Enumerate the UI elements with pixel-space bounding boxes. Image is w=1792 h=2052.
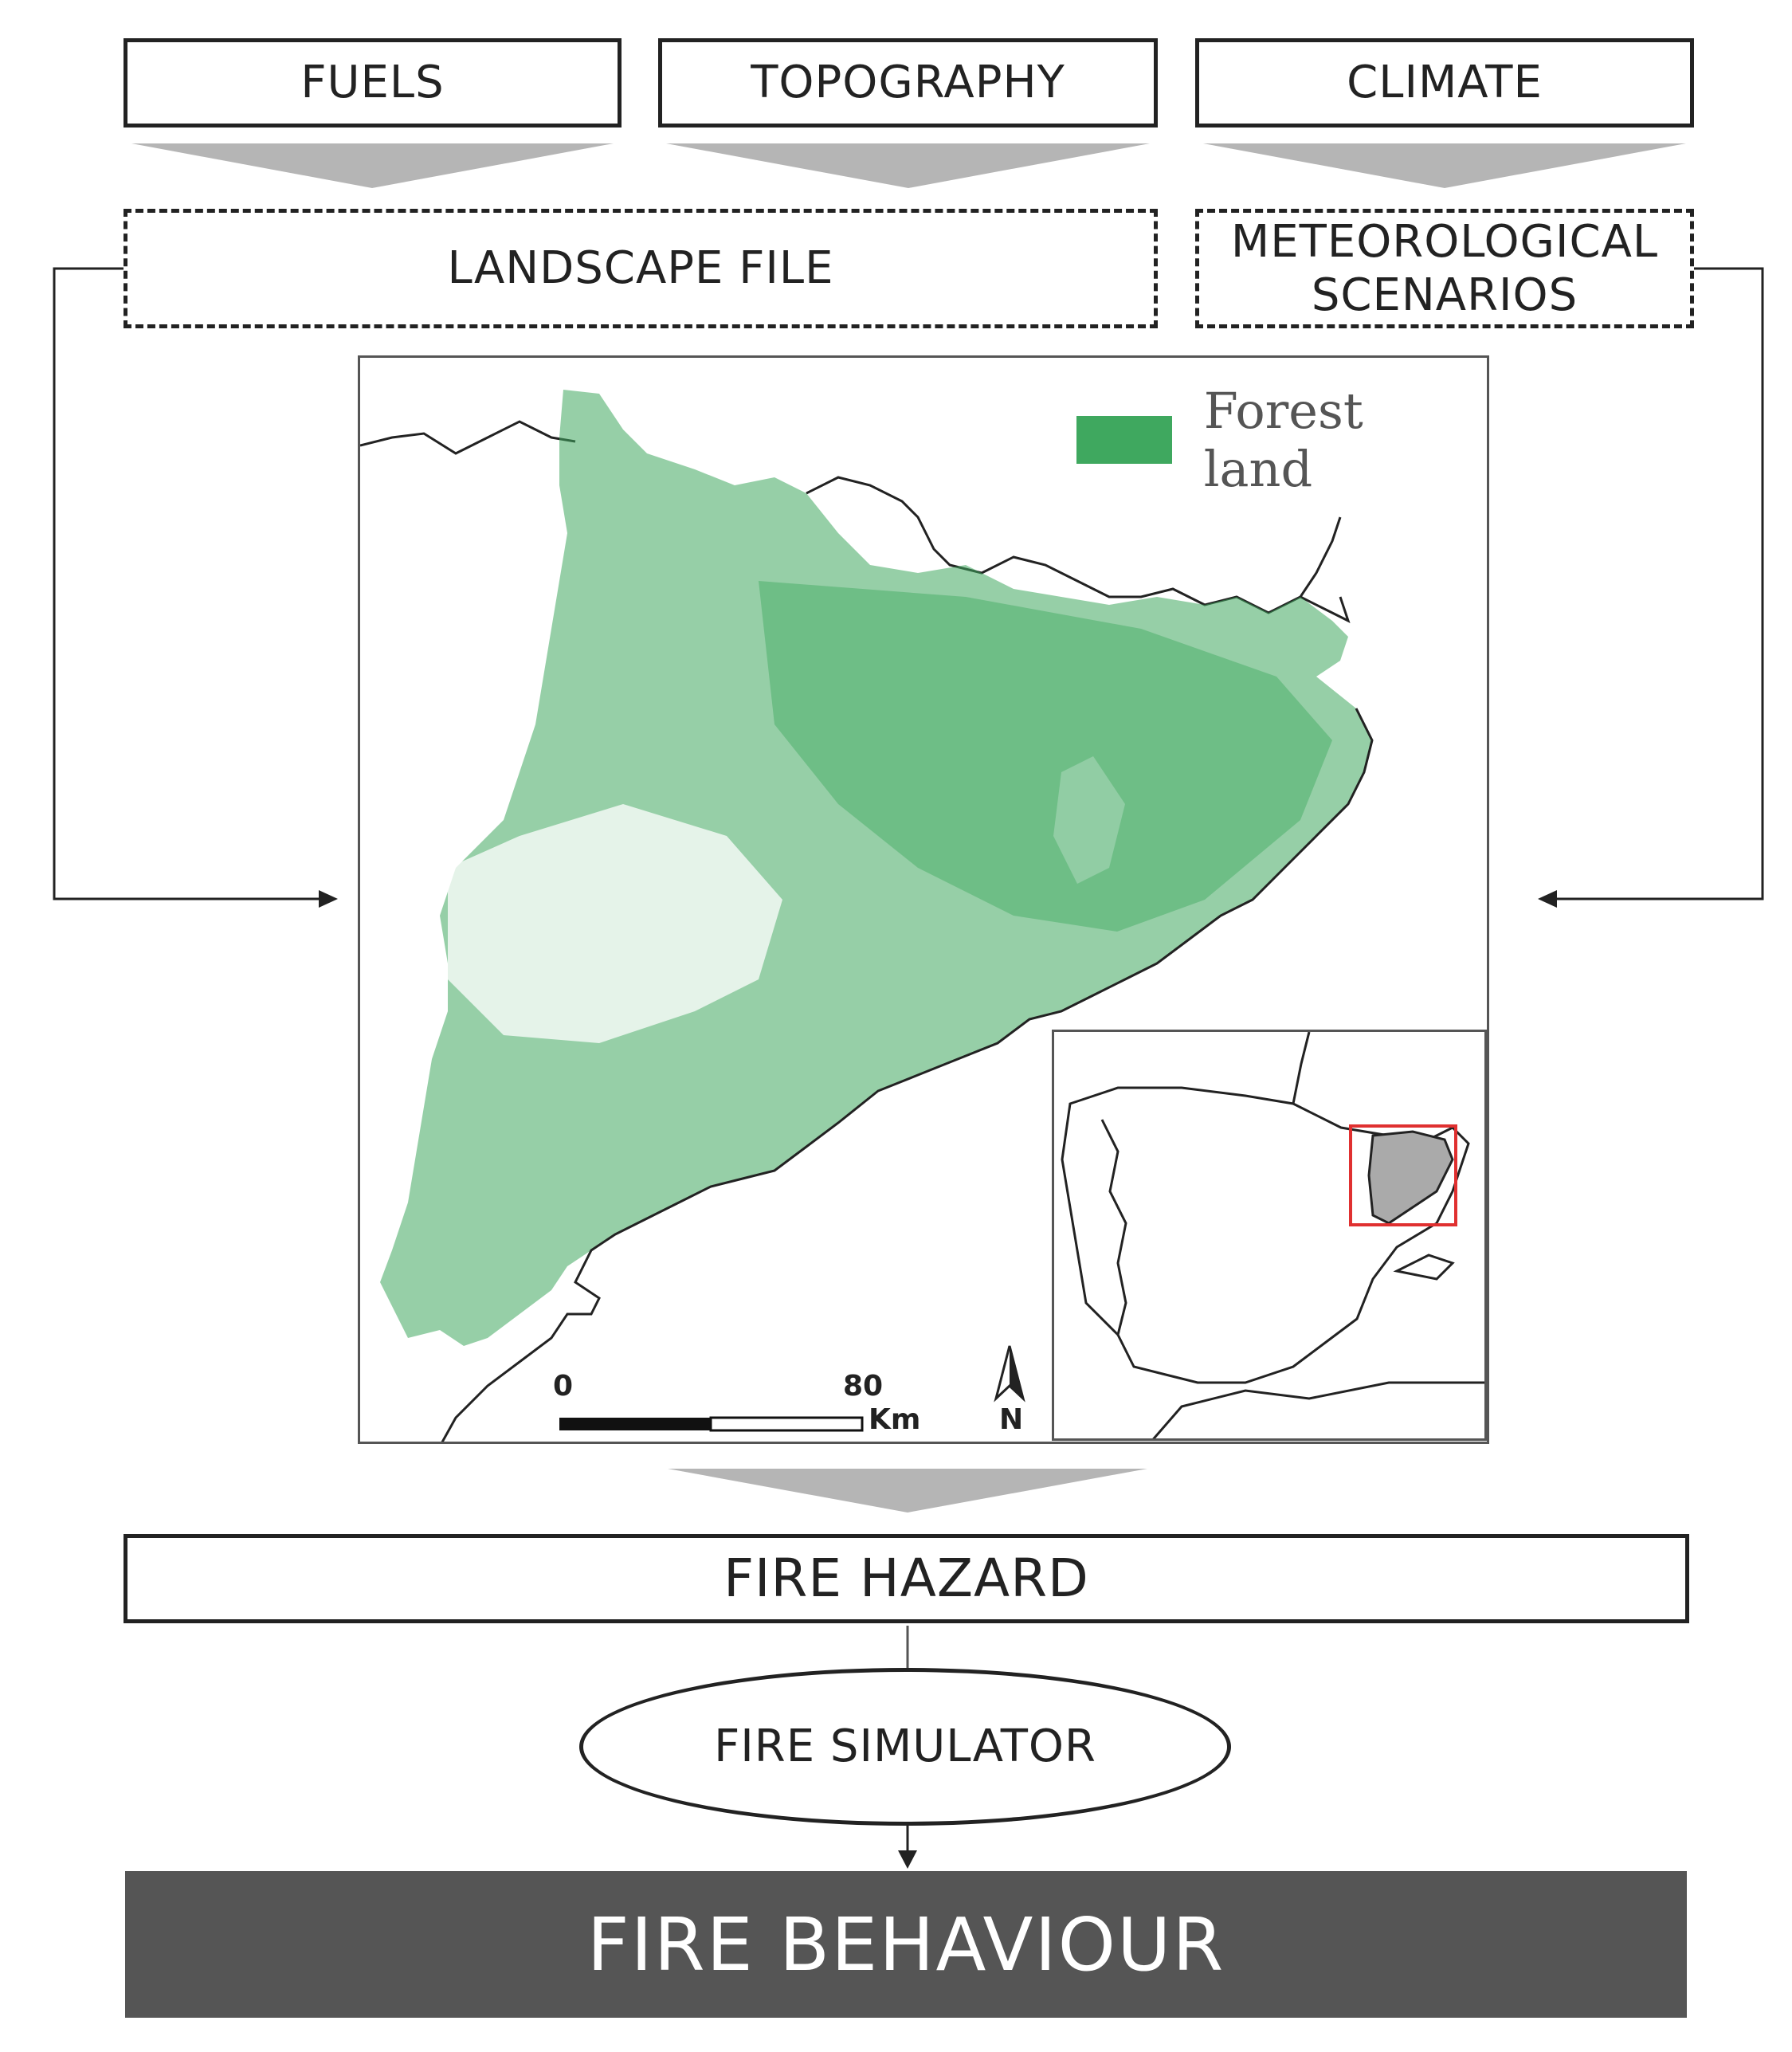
scale-start-label: 0	[553, 1370, 574, 1403]
behaviour-arrowhead	[898, 1850, 917, 1869]
forest-land-swatch	[1076, 416, 1172, 464]
fire-hazard-box: FIRE HAZARD	[124, 1534, 1689, 1623]
africa-coast	[1152, 1381, 1484, 1438]
forest-land-area	[380, 390, 1372, 1346]
scale-bar-white	[709, 1416, 864, 1432]
catalonia-region	[1367, 1130, 1454, 1225]
border-line	[806, 476, 1342, 614]
fire-hazard-label: FIRE HAZARD	[723, 1548, 1089, 1610]
landscape-arrowhead	[319, 890, 338, 908]
border-line	[1300, 595, 1351, 623]
fuels-label: FUELS	[300, 57, 445, 109]
scenarios-label: SCENARIOS	[1311, 269, 1578, 321]
iberia-inset-map	[1052, 1030, 1487, 1441]
iberia-outline	[1061, 1086, 1470, 1384]
scale-bar-black	[559, 1418, 711, 1430]
catalonia-highlight	[1349, 1124, 1457, 1226]
dense-forest-area	[759, 581, 1332, 932]
fire-behaviour-box: FIRE BEHAVIOUR	[125, 1871, 1687, 2018]
fire-simulator-ellipse: FIRE SIMULATOR	[579, 1668, 1231, 1826]
meteorological-label: METEOROLOGICAL	[1230, 215, 1659, 268]
fire-simulator-label: FIRE SIMULATOR	[714, 1720, 1096, 1773]
coastline	[441, 708, 1374, 1442]
landscape-connector	[53, 267, 327, 900]
border-line	[360, 420, 576, 455]
fuels-box: FUELS	[124, 38, 622, 128]
landscape-file-box: LANDSCAPE FILE	[124, 209, 1158, 328]
map-chevron	[668, 1469, 1147, 1513]
topography-chevron	[666, 143, 1150, 188]
climate-chevron	[1203, 143, 1686, 188]
map-legend: Forest land	[1076, 382, 1487, 498]
climate-box: CLIMATE	[1195, 38, 1694, 128]
fuels-chevron	[131, 143, 614, 188]
balearic-islands	[1393, 1254, 1455, 1281]
topography-box: TOPOGRAPHY	[658, 38, 1158, 128]
scale-unit-label: Km	[869, 1403, 921, 1436]
scale-end-label: 80	[843, 1370, 884, 1403]
climate-label: CLIMATE	[1347, 57, 1543, 109]
topography-label: TOPOGRAPHY	[751, 57, 1065, 109]
meteorological-arrowhead	[1538, 890, 1557, 908]
meteorological-scenarios-box: METEOROLOGICAL SCENARIOS	[1195, 209, 1694, 328]
forest-land-label: Forest land	[1203, 382, 1363, 498]
sparse-area	[1053, 756, 1125, 884]
fire-behaviour-label: FIRE BEHAVIOUR	[586, 1901, 1225, 1987]
iberia-map-graphic	[1061, 1032, 1484, 1438]
catalonia-map-graphic	[360, 390, 1374, 1442]
meteorological-connector	[1550, 267, 1764, 900]
landscape-file-label: LANDSCAPE FILE	[447, 242, 834, 295]
north-label: N	[999, 1403, 1024, 1436]
france-border	[1292, 1032, 1311, 1104]
portugal-border	[1100, 1119, 1127, 1336]
sparse-area	[448, 804, 782, 1043]
